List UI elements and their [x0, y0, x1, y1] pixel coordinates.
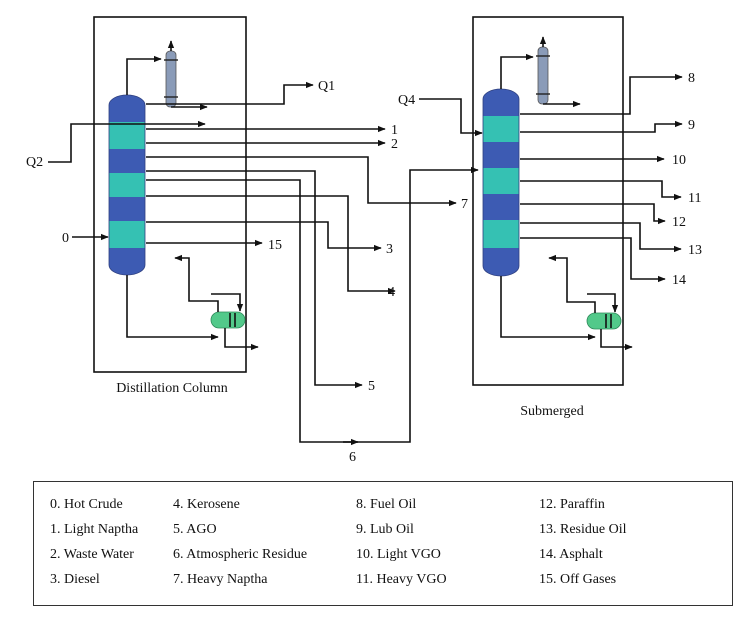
distillation-column-unit-box [93, 16, 247, 373]
submerged-tower [482, 88, 520, 277]
q4-label: Q4 [398, 93, 415, 108]
legend-item: 4. Kerosene [173, 497, 240, 512]
right-condenser [536, 46, 550, 105]
stream-15-label: 15 [268, 238, 282, 253]
stream-11-label: 11 [688, 191, 701, 206]
legend-item: 3. Diesel [50, 572, 100, 587]
legend-item: 2. Waste Water [50, 547, 134, 562]
stream-5-label: 5 [368, 379, 375, 394]
legend-item: 9. Lub Oil [356, 522, 414, 537]
submerged-unit-box [472, 16, 624, 386]
legend-item: 14. Asphalt [539, 547, 603, 562]
stream-7-label: 7 [461, 197, 468, 212]
q1-label: Q1 [318, 79, 335, 94]
left-condenser [164, 50, 178, 108]
legend-item: 5. AGO [173, 522, 217, 537]
legend-item: 0. Hot Crude [50, 497, 123, 512]
legend-item: 6. Atmospheric Residue [173, 547, 308, 562]
legend-item: 15. Off Gases [539, 572, 617, 587]
legend: 0. Hot Crude 1. Light Naptha 2. Waste Wa… [33, 481, 733, 606]
distillation-column-title: Distillation Column [116, 381, 228, 396]
legend-item: 7. Heavy Naptha [173, 572, 268, 587]
legend-item: 10. Light VGO [356, 547, 441, 562]
legend-item: 12. Paraffin [539, 497, 605, 512]
legend-item: 11. Heavy VGO [356, 572, 447, 587]
submerged-title: Submerged [520, 404, 584, 419]
stream-6-label: 6 [349, 450, 356, 465]
legend-column-3: 8. Fuel Oil 9. Lub Oil 10. Light VGO 11.… [356, 492, 447, 592]
distillation-column-tower [108, 94, 146, 276]
stream-1-label: 1 [391, 123, 398, 138]
left-reboiler [210, 311, 246, 329]
stream-13-label: 13 [688, 243, 702, 258]
legend-column-4: 12. Paraffin 13. Residue Oil 14. Asphalt… [539, 492, 627, 592]
legend-item: 1. Light Naptha [50, 522, 139, 537]
stream-14-label: 14 [672, 273, 686, 288]
stream-2-label: 2 [391, 137, 398, 152]
legend-column-1: 0. Hot Crude 1. Light Naptha 2. Waste Wa… [50, 492, 138, 592]
stream-9-label: 9 [688, 118, 695, 133]
stream-4-label: 4 [388, 285, 395, 300]
stream-8-label: 8 [688, 71, 695, 86]
legend-item: 13. Residue Oil [539, 522, 627, 537]
stream-3-label: 3 [386, 242, 393, 257]
right-reboiler [586, 312, 622, 330]
stream-0-label: 0 [62, 231, 69, 246]
q2-label: Q2 [26, 155, 43, 170]
stream-12-label: 12 [672, 215, 686, 230]
process-flow-diagram: Q1 Q2 1 2 7 6 5 4 3 15 0 Distillation Co… [26, 16, 702, 465]
legend-item: 8. Fuel Oil [356, 497, 417, 512]
stream-10-label: 10 [672, 153, 686, 168]
legend-column-2: 4. Kerosene 5. AGO 6. Atmospheric Residu… [173, 492, 307, 592]
